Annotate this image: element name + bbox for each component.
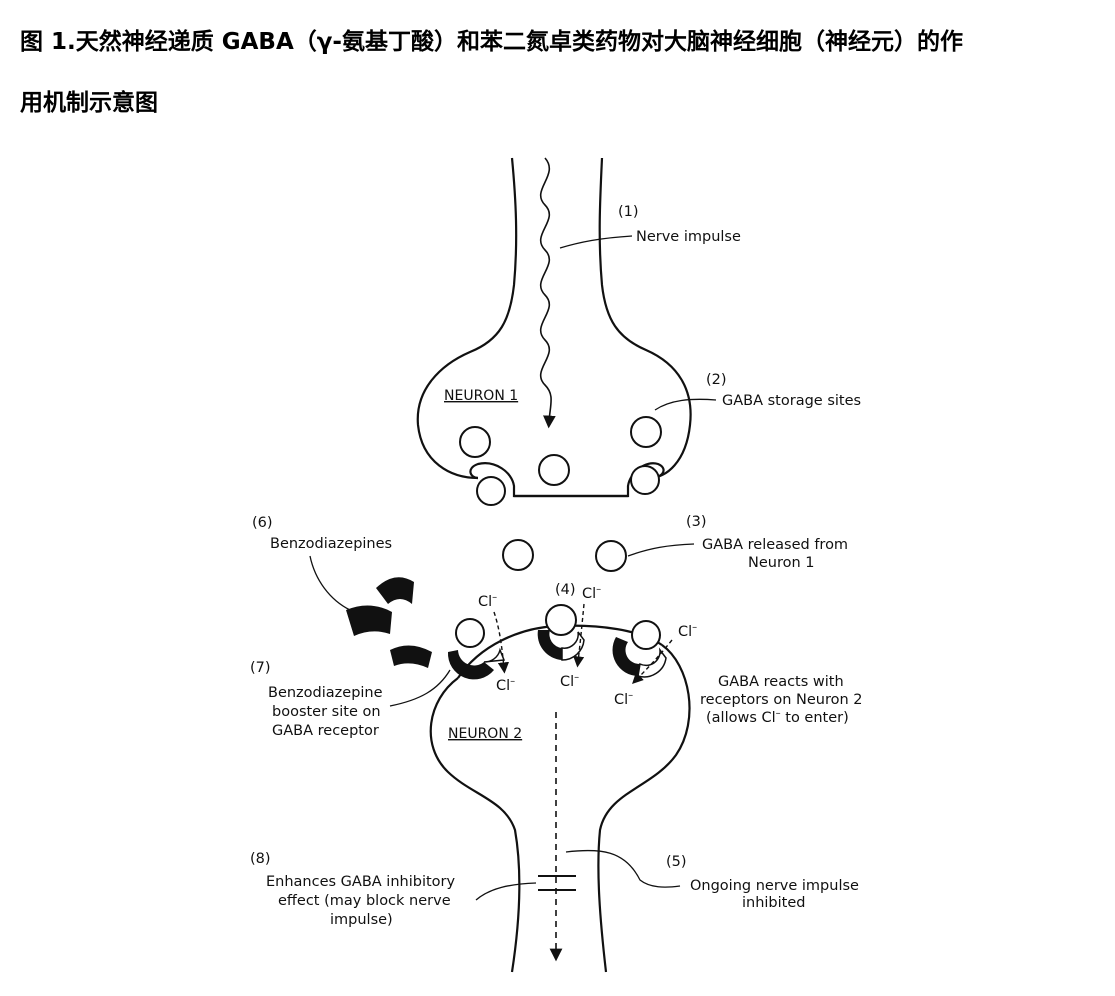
- label-chloride: Cl–: [614, 690, 633, 708]
- released-gaba: [502, 539, 534, 571]
- benzodiazepine-molecule: [346, 605, 392, 636]
- leader-line-benzodiazepines: [309, 555, 351, 611]
- label-number-4: (4): [555, 582, 576, 598]
- label-number-8: (8): [250, 851, 271, 867]
- label-chloride: Cl–: [560, 672, 579, 690]
- label-number-3: (3): [686, 514, 707, 530]
- gaba-vesicle-fusing: [476, 476, 506, 506]
- leader-line-enhances: [475, 882, 537, 901]
- label-benzodiazepines: Benzodiazepines: [270, 536, 392, 552]
- label-number-1: (1): [618, 204, 639, 220]
- neuron-2-outline-right: [597, 644, 691, 973]
- benzodiazepine-molecule: [390, 645, 432, 668]
- figure-title-line-1: 图 1.天然神经递质 GABA（γ-氨基丁酸）和苯二氮卓类药物对大脑神经细胞（神…: [20, 29, 963, 55]
- benzodiazepine-molecule: [376, 577, 414, 604]
- label-ongoing-line-1: Ongoing nerve impulse: [690, 878, 859, 894]
- gaba-vesicle: [538, 454, 570, 486]
- label-chloride: Cl–: [582, 584, 601, 602]
- leader-line-nerve-impulse: [559, 235, 633, 249]
- leader-line-released: [627, 543, 695, 557]
- figure-title-line-2: 用机制示意图: [20, 90, 158, 116]
- label-gaba-released-line-1: GABA released from: [702, 537, 848, 553]
- label-enhances-line-3: impulse): [330, 912, 393, 928]
- label-number-2: (2): [706, 372, 727, 388]
- chloride-flow-arrow: [573, 603, 585, 668]
- label-booster-line-1: Benzodiazepine: [268, 685, 383, 701]
- figure-title: 图 1.天然神经递质 GABA（γ-氨基丁酸）和苯二氮卓类药物对大脑神经细胞（神…: [20, 12, 1100, 134]
- neuron-1-outline-right: [598, 157, 692, 480]
- label-number-6: (6): [252, 515, 273, 531]
- leader-line-booster: [389, 669, 451, 707]
- label-gaba-storage: GABA storage sites: [722, 393, 861, 409]
- gaba-receptor-right: [612, 620, 667, 678]
- label-gaba-released-line-2: Neuron 1: [748, 555, 815, 571]
- label-number-7: (7): [250, 660, 271, 676]
- neuron-1-outline: [416, 157, 518, 480]
- label-enhances-line-1: Enhances GABA inhibitory: [266, 874, 455, 890]
- gaba-vesicle: [630, 416, 662, 448]
- label-neuron-1: NEURON 1: [444, 388, 518, 404]
- chloride-flow-arrow: [493, 611, 510, 674]
- label-ongoing-line-2: inhibited: [742, 895, 805, 911]
- label-nerve-impulse: Nerve impulse: [636, 229, 741, 245]
- gaba-vesicle: [459, 426, 491, 458]
- label-reacts-line-3: (allows Cl– to enter): [706, 708, 849, 726]
- released-gaba: [595, 540, 627, 572]
- label-chloride: Cl–: [478, 592, 497, 610]
- label-booster-line-2: booster site on: [272, 704, 381, 720]
- gaba-vesicle-fusing: [630, 465, 660, 495]
- label-reacts-line-2: receptors on Neuron 2: [700, 692, 863, 708]
- label-booster-line-3: GABA receptor: [272, 723, 379, 739]
- leader-line-ongoing: [565, 849, 681, 888]
- chloride-flow-arrow: [632, 639, 673, 684]
- leader-line-storage: [654, 398, 717, 411]
- label-chloride: Cl–: [678, 622, 697, 640]
- gaba-receptor-left: [447, 618, 506, 680]
- neuron-2-outline: [429, 677, 521, 973]
- gaba-receptor-center: [537, 604, 585, 661]
- nerve-impulse-wave: [539, 157, 556, 429]
- label-number-5: (5): [666, 854, 687, 870]
- label-enhances-line-2: effect (may block nerve: [278, 893, 451, 909]
- label-neuron-2: NEURON 2: [448, 726, 522, 742]
- label-chloride: Cl–: [496, 676, 515, 694]
- label-reacts-line-1: GABA reacts with: [718, 674, 844, 690]
